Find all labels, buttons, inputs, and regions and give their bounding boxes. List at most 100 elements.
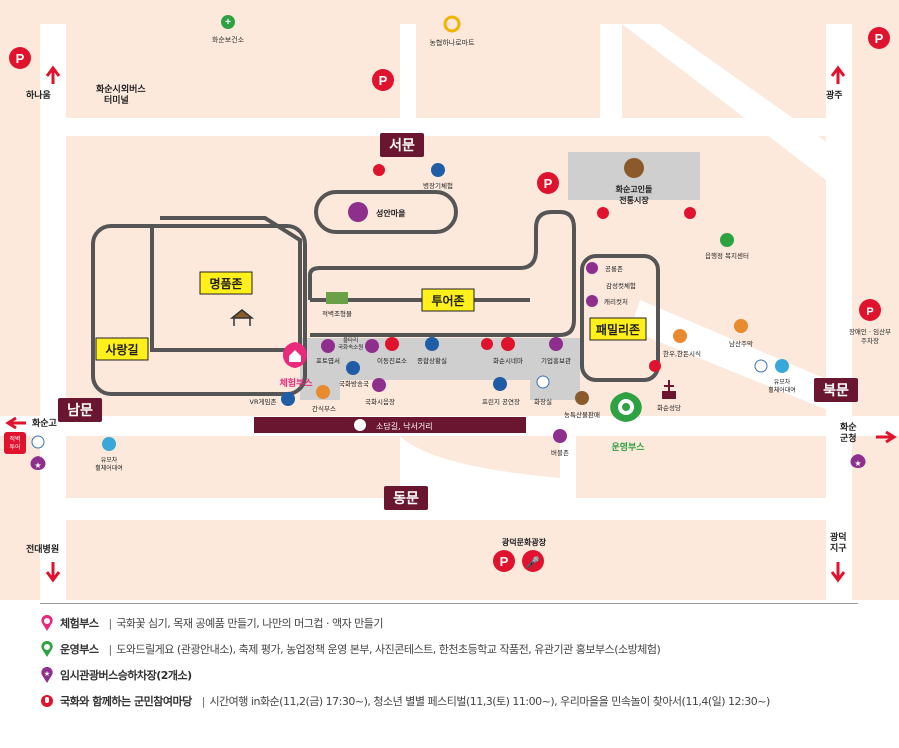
arrow-down-icon [830, 562, 846, 583]
mart-label: 농협하나로마트 [429, 38, 475, 47]
svg-text:🎤: 🎤 [526, 555, 540, 569]
svg-text:P: P [866, 306, 873, 318]
stroller-icon [775, 359, 789, 373]
label-bubble: 버블존 [551, 448, 569, 457]
sculpture-icon [326, 292, 348, 304]
arrow-right-icon [876, 430, 897, 444]
restroom-icon [649, 360, 661, 372]
hospital-cross-icon [385, 337, 399, 351]
label-riddle: 감성컷체험 [606, 281, 636, 290]
legend-row-program: 국화와 함께하는 군민참여마당 | 시간여행 in화순(11,2(금) 17:3… [40, 690, 770, 712]
experience-booth-pin: 체험부스 [279, 342, 313, 389]
legend-title: 국화와 함께하는 군민참여마당 [60, 695, 192, 708]
zone-seongan-label: 성안마을 [376, 208, 406, 218]
camera-icon [501, 337, 515, 351]
zone-label-myeongpum: 명품존 [199, 271, 253, 295]
direction-jeondae-hospital: 전대병원 [26, 543, 59, 555]
restroom-icon [597, 207, 609, 219]
legend-row-operation: 운영부스 | 도와드릴게요 (관광안내소), 축제 평가, 농업정책 운영 본부… [40, 638, 661, 660]
svg-text:P: P [544, 176, 553, 191]
label-free-stage: 프린지 공연장 [482, 397, 520, 406]
microphone-icon [522, 550, 544, 572]
svg-text:남문: 남문 [67, 402, 93, 419]
mail-icon [321, 339, 335, 353]
bubble-icon [553, 429, 567, 443]
parking-icon [9, 47, 31, 69]
restroom-icon [373, 164, 385, 176]
company-hall-icon [549, 337, 563, 351]
label-info: 종합상황실 [417, 356, 447, 365]
svg-text:★: ★ [34, 461, 41, 470]
stroller-icon [102, 437, 116, 451]
legend-sep: | [108, 616, 113, 630]
church-icon [662, 380, 676, 399]
street-banner: 소담길, 낙서거리 [254, 417, 526, 433]
label-hanu: 한우,한돈시식 [663, 349, 701, 358]
restroom-icon [31, 435, 45, 449]
svg-text:북문: 북문 [823, 383, 849, 399]
label-church: 화순성당 [657, 403, 681, 412]
parking-icons: P P P P P 🎤 P [9, 27, 890, 572]
svg-text:P: P [16, 51, 25, 66]
legend-desc: 도와드릴게요 (관광안내소), 축제 평가, 농업정책 운영 본부, 사진콘테스… [116, 643, 661, 656]
label-weapon: 병장기체험 [423, 181, 453, 190]
svg-text:동문: 동문 [393, 491, 419, 507]
restroom-icon [481, 338, 493, 350]
operation-pin-icon [41, 641, 53, 657]
legend-title: 임시관광버스승하차장(2개소) [60, 669, 192, 682]
svg-text:P: P [500, 554, 509, 569]
red-tour-badge [4, 432, 26, 454]
operation-booth-pin: 운영부스 [610, 392, 645, 453]
vr-game-icon [281, 392, 295, 406]
svg-text:패밀리존: 패밀리존 [596, 322, 640, 337]
zone-label-saranggil: 사랑길 [95, 337, 149, 361]
legend-desc: 시간여행 in화순(11,2(금) 17:30~), 청소년 별별 페스티벌(1… [209, 695, 770, 708]
svg-text:★: ★ [854, 459, 861, 468]
label-vr: VR게임존 [250, 397, 277, 406]
label-farm: 농특산물판매 [564, 410, 600, 419]
shield-icon [431, 163, 445, 177]
svg-text:★: ★ [44, 670, 50, 678]
restroom-icon [536, 375, 550, 389]
direction-hwasun-high: 화순고 [32, 417, 57, 429]
svg-text:명품존: 명품존 [209, 277, 242, 291]
label-pottery: 적벽조형물 [322, 309, 352, 318]
label-park: 공룡존 [605, 265, 623, 273]
legend-title: 운영부스 [60, 643, 99, 656]
parking-icon [537, 172, 559, 194]
label-gwangdeok-plaza: 광덕문화광장 [502, 537, 547, 547]
tavern-icon [734, 319, 748, 333]
legend-desc: 국화꽃 심기, 목재 공예품 만들기, 나만의 머그컵 · 액자 만들기 [116, 617, 384, 630]
label-cinema: 화순시네마 [493, 356, 523, 365]
legend-sep: | [108, 642, 113, 656]
flower-icon [372, 378, 386, 392]
restroom-icons [31, 164, 768, 449]
parking-icon [493, 550, 515, 572]
svg-text:소담길, 낙서거리: 소담길, 낙서거리 [376, 421, 433, 431]
restroom-icon [754, 359, 768, 373]
caricature-icon [586, 295, 598, 307]
zone-label-tour: 투어존 [421, 288, 475, 312]
label-cafe: 간식부스 [312, 404, 336, 413]
label-character: 캐리컷처 [604, 297, 628, 306]
svg-text:체험부스: 체험부스 [279, 377, 313, 389]
central-zone-area [300, 338, 580, 400]
label-broadcast: 국화방송국 [339, 379, 369, 388]
parking-icon [868, 27, 890, 49]
parking-icon [372, 69, 394, 91]
gate-east: 동문 [384, 486, 428, 510]
direction-hanium: 하나움 [26, 89, 51, 101]
experience-pin-icon [41, 615, 53, 631]
arrow-up-icon [830, 65, 846, 84]
flower-icon [365, 339, 379, 353]
dinosaur-icon [586, 262, 598, 274]
food-icon [673, 329, 687, 343]
microphone-icon [41, 695, 53, 707]
pavilion-icon [229, 309, 255, 326]
